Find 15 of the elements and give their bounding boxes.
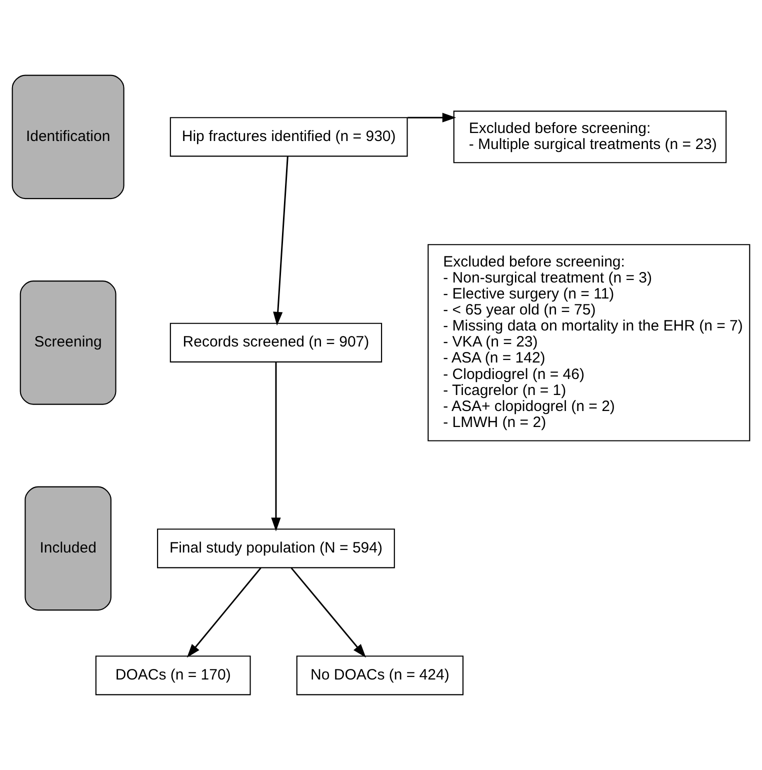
node-box: Final study population (N = 594)	[157, 528, 395, 568]
arrow	[290, 567, 366, 658]
node-box: DOACs (n = 170)	[95, 656, 251, 696]
arrow	[408, 112, 456, 122]
node-box: Records screened (n = 907)	[170, 322, 382, 362]
node-box: Screening	[20, 280, 116, 405]
arrow	[186, 567, 262, 658]
node-box: Hip fractures identified (n = 930)	[170, 117, 408, 157]
arrow	[271, 362, 281, 532]
node-box: Excluded before screening: - Multiple surgical treatments (n = 23)	[453, 110, 727, 164]
node-box: Identification	[12, 74, 124, 200]
node-box: No DOACs (n = 424)	[296, 656, 464, 696]
node-box: Excluded before screening: - Non-surgical treatment (n = 3) - Elective surgery (n = 11) - < 65 year old (n = 75) - Missing data on mortality in the EHR (n = 7) - VKA (n = 23) - ASA (n = 142) - Clopdiogrel (n = 46) - Ticagrelor (n = 1) - ASA+ clopidogrel (n = 2) - LMWH (n = 2)	[428, 244, 750, 442]
arrow	[273, 156, 288, 326]
node-box: Included	[24, 486, 112, 611]
